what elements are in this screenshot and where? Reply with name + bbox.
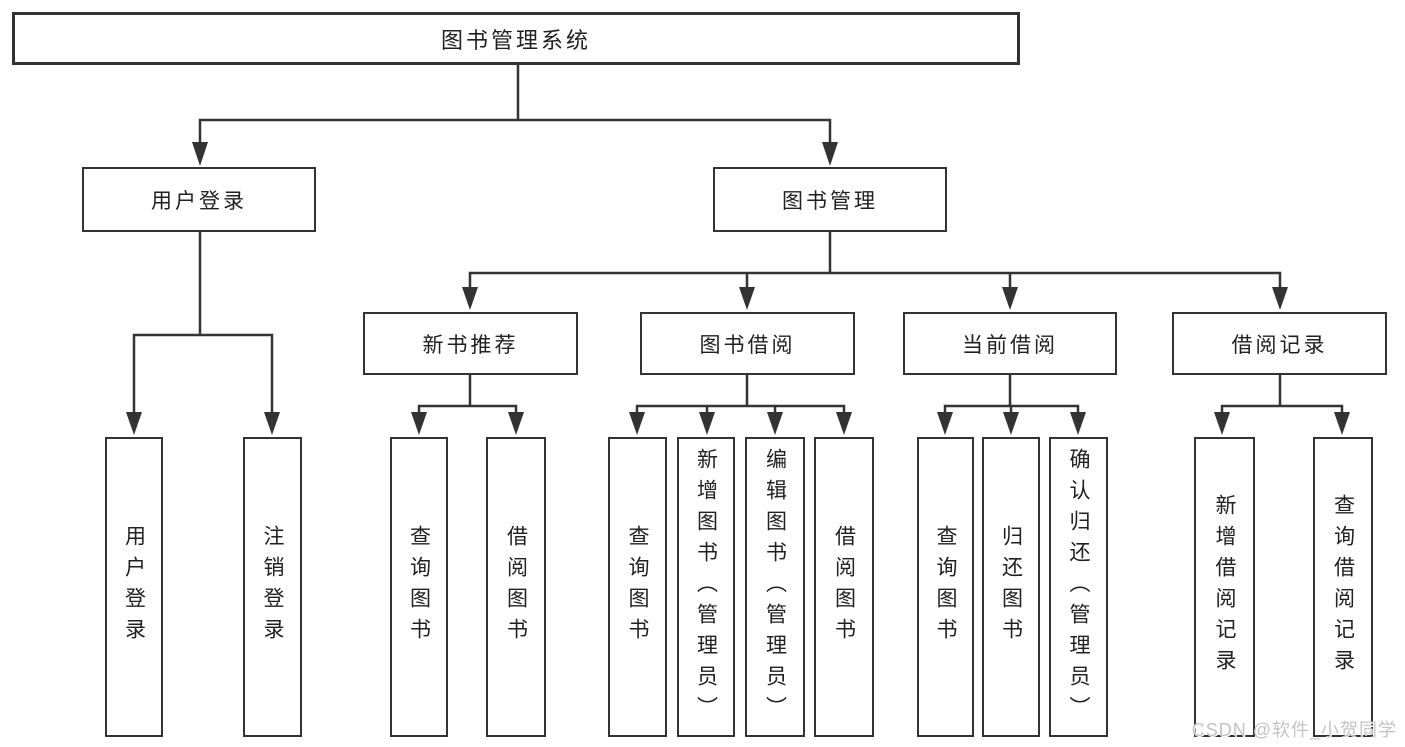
- node-book-borrowing: 图书借阅: [640, 312, 855, 375]
- connector-root-to-level2: [192, 63, 838, 166]
- watermark: CSDN @软件_小贺同学: [1191, 720, 1397, 740]
- leaf-borrow-books-recommend: 借阅图书: [486, 437, 546, 737]
- connector-new-book-recommend-children: [411, 373, 524, 435]
- leaf-confirm-return-admin-label: 确认归还（管理员）: [1067, 447, 1090, 727]
- leaf-add-borrow-record: 新增借阅记录: [1194, 437, 1255, 737]
- leaf-query-books-borrowing-label: 查询图书: [626, 525, 649, 649]
- node-library-management-system: 图书管理系统: [12, 12, 1020, 65]
- leaf-user-login-label: 用户登录: [122, 525, 146, 649]
- connector-book-borrowing-children: [629, 373, 852, 435]
- connector-user-login-children: [126, 230, 280, 435]
- leaf-return-book-label: 归还图书: [999, 525, 1023, 649]
- leaf-query-books-borrowing: 查询图书: [608, 437, 667, 737]
- leaf-confirm-return-admin: 确认归还（管理员）: [1049, 437, 1108, 737]
- leaf-borrow-books-recommend-label: 借阅图书: [504, 525, 528, 649]
- node-current-borrowing: 当前借阅: [903, 312, 1117, 375]
- leaf-query-books-recommend-label: 查询图书: [407, 525, 431, 649]
- leaf-query-books-current-label: 查询图书: [934, 525, 957, 649]
- node-book-management: 图书管理: [713, 167, 947, 232]
- leaf-logout: 注销登录: [243, 437, 302, 737]
- node-user-login: 用户登录: [82, 167, 316, 232]
- leaf-query-borrow-record: 查询借阅记录: [1313, 437, 1373, 737]
- leaf-query-books-current: 查询图书: [917, 437, 974, 737]
- connector-current-borrowing-children: [937, 373, 1086, 435]
- leaf-edit-book-admin-label: 编辑图书（管理员）: [763, 447, 787, 727]
- node-new-book-recommend: 新书推荐: [363, 312, 578, 375]
- leaf-logout-label: 注销登录: [261, 525, 284, 649]
- leaf-user-login: 用户登录: [105, 437, 163, 737]
- leaf-query-books-recommend: 查询图书: [390, 437, 448, 737]
- leaf-add-borrow-record-label: 新增借阅记录: [1213, 494, 1236, 680]
- connector-book-management-children: [462, 230, 1288, 310]
- node-borrow-records: 借阅记录: [1172, 312, 1387, 375]
- leaf-borrow-books-borrowing-label: 借阅图书: [832, 525, 856, 649]
- leaf-edit-book-admin: 编辑图书（管理员）: [745, 437, 805, 737]
- leaf-return-book: 归还图书: [982, 437, 1040, 737]
- leaf-borrow-books-borrowing: 借阅图书: [814, 437, 874, 737]
- leaf-add-book-admin: 新增图书（管理员）: [677, 437, 735, 737]
- connector-borrow-records-children: [1214, 373, 1350, 435]
- leaf-add-book-admin-label: 新增图书（管理员）: [694, 447, 718, 727]
- leaf-query-borrow-record-label: 查询借阅记录: [1331, 494, 1355, 680]
